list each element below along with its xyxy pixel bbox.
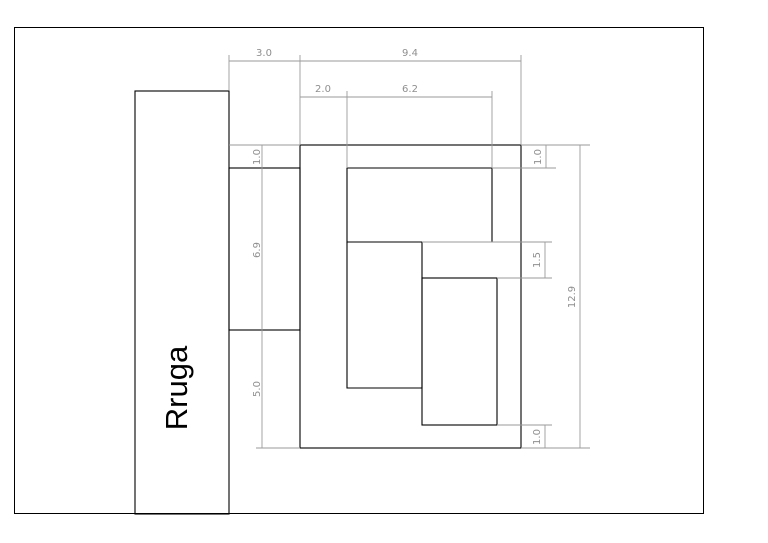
dimension-top-margin-right: 1.0 <box>492 144 590 169</box>
building-l-wing <box>346 242 423 389</box>
dimension-label-9-4: 9.4 <box>402 48 418 59</box>
building-upper-block <box>346 167 493 243</box>
dimension-top-margin-left: 1.0 <box>229 144 300 168</box>
dimension-step-gap: 1.5 <box>422 241 552 279</box>
dimension-label-6-2: 6.2 <box>402 84 418 95</box>
plot-boundary <box>299 144 522 449</box>
dimension-building-width: 6.2 <box>347 84 493 168</box>
dimension-label-12-9: 12.9 <box>567 286 578 308</box>
dimension-lower-height: 5.0 <box>252 330 300 449</box>
dimension-label-5-0: 5.0 <box>252 381 263 397</box>
dimension-inner-offset: 2.0 <box>300 84 348 168</box>
sheet-frame <box>14 27 704 514</box>
dimension-plot-width: 9.4 <box>300 48 522 145</box>
dimension-entrance-height: 6.9 <box>252 168 263 330</box>
dimension-label-1-0-bottom: 1.0 <box>532 429 543 445</box>
dimension-label-2-0: 2.0 <box>315 84 331 95</box>
dimension-label-1-0-right: 1.0 <box>533 149 544 165</box>
entrance-connector <box>228 167 301 331</box>
dimension-label-3-0: 3.0 <box>256 48 272 59</box>
dimension-label-1-5: 1.5 <box>532 252 543 268</box>
dimension-offset-from-road: 3.0 <box>228 48 301 145</box>
dimension-bottom-margin: 1.0 <box>497 424 552 448</box>
road-strip <box>134 90 230 515</box>
dimension-label-1-0-left: 1.0 <box>252 149 263 165</box>
dimension-label-6-9: 6.9 <box>252 242 263 258</box>
road-label: Rruga <box>159 345 194 430</box>
dimension-plot-height: 12.9 <box>521 145 590 449</box>
building-right-block <box>421 277 498 426</box>
